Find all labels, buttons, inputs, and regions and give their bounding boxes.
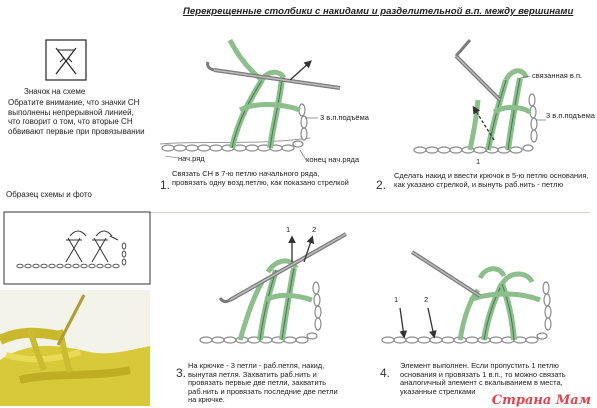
symbol-label: Значок на схеме <box>24 87 86 96</box>
crossed-dc-symbol <box>45 39 87 81</box>
step1-illustration <box>159 38 341 161</box>
step1-label-3vp: 3 в.п.подъёма <box>320 113 369 122</box>
step4-caption: Элемент выполнен. Если пропустить 1 петл… <box>400 361 566 396</box>
step2-caption: Сделать накид и ввести крючок в 5-ю петл… <box>394 171 589 189</box>
page-title: Перекрещенные столбики с накидами и разд… <box>183 6 574 17</box>
sample-chart <box>3 211 151 285</box>
step2-illustration <box>413 39 546 154</box>
step1-label-konec: конец нач.ряда <box>306 155 360 164</box>
step3-arrow-num-1: 1 <box>286 225 291 234</box>
step4-number: 4. <box>380 366 391 380</box>
step2-arrow-num: 1 <box>476 157 481 166</box>
step2-label-3vp: 3 в.п.подъема <box>546 111 595 120</box>
step4-arrow-num-2: 2 <box>424 295 429 304</box>
step1-label-nach-ryad: нач.ряд <box>178 154 205 163</box>
step3-caption: На крючке - 3 петли - раб.петля, накид, … <box>188 361 338 404</box>
step3-arrow-num-2: 2 <box>312 225 317 234</box>
watermark: Страна Мам <box>491 393 591 408</box>
legend-note: Обратите внимание, что значки СН выполне… <box>8 98 145 136</box>
sample-photo <box>0 290 150 406</box>
step3-illustration <box>199 232 347 344</box>
step2-number: 2. <box>376 178 387 192</box>
step4-illustration <box>381 250 552 344</box>
step4-arrow-num-1: 1 <box>394 295 399 304</box>
divider-horizontal <box>150 212 590 213</box>
sample-label: Образец схемы и фото <box>6 190 92 199</box>
step1-number: 1. <box>160 178 171 192</box>
step3-number: 3. <box>176 366 187 380</box>
step1-caption: Связать СН в 7-ю петлю начального ряда, … <box>172 169 349 187</box>
step2-label-svyaz: связанная в.п. <box>532 71 583 80</box>
